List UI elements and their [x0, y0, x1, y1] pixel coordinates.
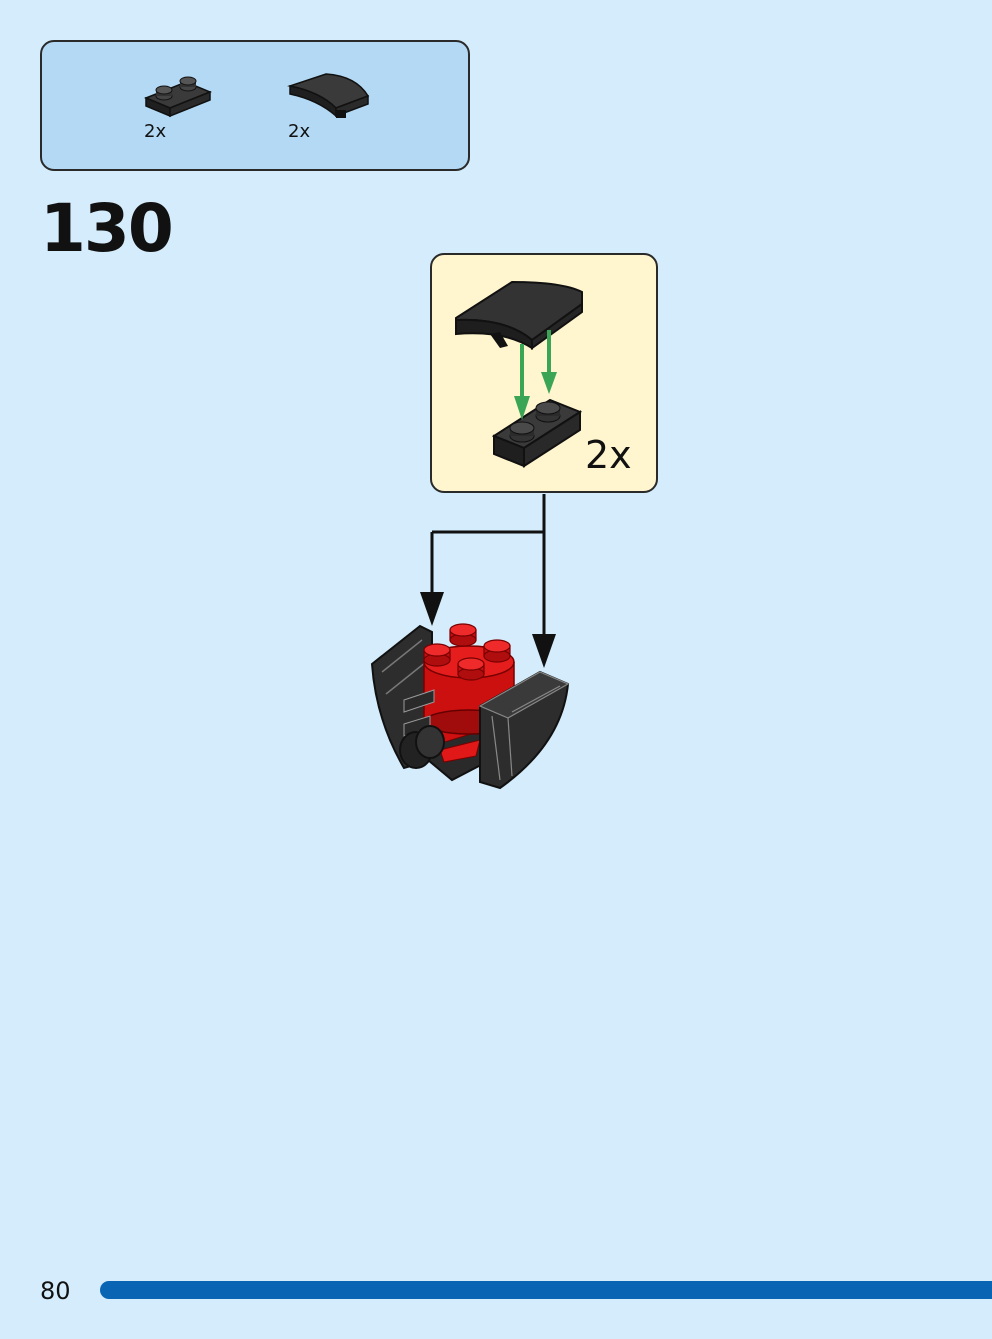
part-quantity: 2x: [288, 121, 311, 142]
arrow-down-icon: [420, 592, 444, 626]
main-model-icon: [370, 623, 570, 790]
arrow-down-icon: [532, 634, 556, 668]
black-curved-slope-icon: [286, 70, 372, 122]
placement-arrows-icon: [430, 494, 546, 640]
subassembly-curved-slope-icon: [455, 280, 583, 350]
parts-list-box: 2x 2x: [40, 40, 470, 171]
subassembly-quantity: 2x: [585, 433, 632, 477]
black-plate-1x2-icon: [142, 74, 214, 118]
green-arrows-icon: [514, 330, 557, 420]
step-number: 130: [40, 190, 174, 267]
part-quantity: 2x: [144, 121, 167, 142]
page-progress-bar: [100, 1281, 992, 1299]
subassembly-plate-icon: [491, 398, 583, 468]
page-number: 80: [40, 1277, 71, 1305]
